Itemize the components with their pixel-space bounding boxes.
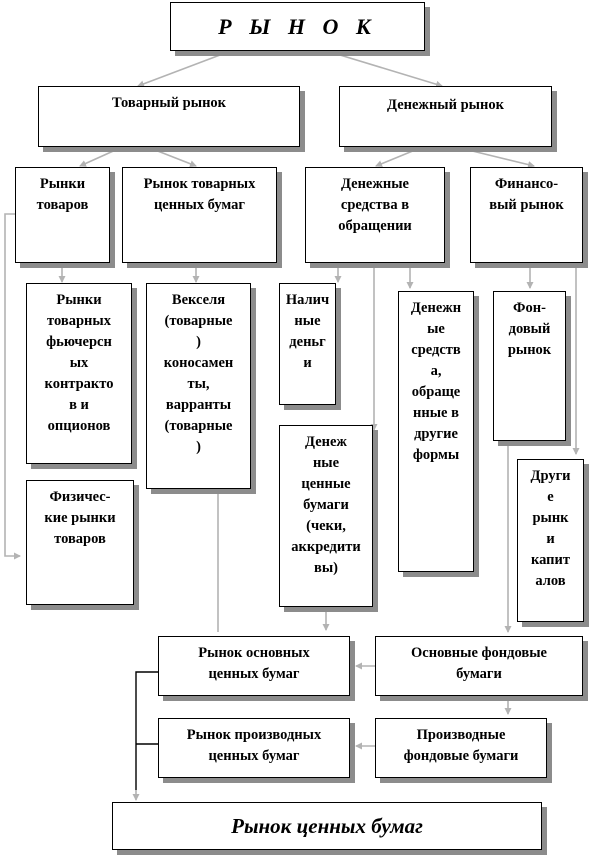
osn-fond-text: Основные фондовые бумаги [411,645,547,682]
node-osn-rynok: Рынок основных ценных бумаг [158,636,350,696]
fondovy-text: Фон- довый рынок [507,300,552,358]
edge-osn-rynok-bracket [135,671,158,790]
edge-rynki-tovarov-to-fizicheskie [4,213,21,560]
fizicheskie-text: Физичес- кие рынки товаров [44,489,116,547]
osn-rynok-text: Рынок основных ценных бумаг [198,645,310,682]
node-fizicheskie: Физичес- кие рынки товаров [26,480,134,605]
denezhny-text: Денежный рынок [387,97,504,113]
node-osn-fond: Основные фондовые бумаги [375,636,583,696]
node-obrashchennye: Денежн ые средств а, обраще нные в други… [398,291,474,572]
tovarny-text: Товарный рынок [111,95,227,111]
obrashchennye-text: Денежн ые средств а, обраще нные в други… [410,300,462,463]
node-drugie: Други е рынк и капит алов [517,459,584,622]
proizv-rynok-text: Рынок производных ценных бумаг [186,727,322,764]
node-rynok-cb: Рынок ценных бумаг [112,802,542,850]
nalichnye-text: Налич ные деньг и [285,292,330,371]
edge-denezhny-to-den-sredstva [375,147,421,167]
rynki-tovarov-text: Рынки товаров [36,176,89,213]
drugie-text: Други е рынк и капит алов [530,468,571,589]
edge-denezhny-to-finansovy [459,147,535,168]
proizv-fond-text: Производные фондовые бумаги [403,727,519,764]
finansovy-text: Финансо- вый рынок [489,176,564,213]
rynok-tov-cb-text: Рынок товарных ценных бумаг [143,176,256,213]
den-sredstva-text: Денежные средства в обращении [338,176,412,234]
edge-tovarny-to-rynok-tov-cb [149,147,197,168]
node-rynki-tovarov: Рынки товаров [15,167,110,263]
edge-title-to-denezhny [339,54,443,88]
den-cb-text: Денеж ные ценные бумаги (чеки, аккредити… [291,434,361,576]
node-den-cb: Денеж ные ценные бумаги (чеки, аккредити… [279,425,373,607]
futures-text: Рынки товарных фьючерсн ых контракто в и… [44,292,114,434]
node-proizv-fond: Производные фондовые бумаги [375,718,547,778]
node-fondovy: Фон- довый рынок [493,291,566,441]
node-title: Р Ы Н О К [170,2,425,51]
edge-title-to-tovarny [137,54,221,88]
node-finansovy: Финансо- вый рынок [470,167,583,263]
edge-tovarny-to-rynki-tovarov [79,147,121,167]
node-vekselya: Векселя (товарные ) коносамен ты, варран… [146,283,251,489]
rynok-cb-text: Рынок ценных бумаг [231,814,423,838]
vekselya-text: Векселя (товарные ) коносамен ты, варран… [163,292,234,455]
node-rynok-tov-cb: Рынок товарных ценных бумаг [122,167,277,263]
node-nalichnye: Налич ные деньг и [279,283,336,405]
node-futures: Рынки товарных фьючерсн ых контракто в и… [26,283,132,464]
node-denezhny: Денежный рынок [339,86,552,147]
node-den-sredstva: Денежные средства в обращении [305,167,445,263]
node-tovarny: Товарный рынок [38,86,300,147]
node-proizv-rynok: Рынок производных ценных бумаг [158,718,350,778]
title-text: Р Ы Н О К [218,13,377,39]
